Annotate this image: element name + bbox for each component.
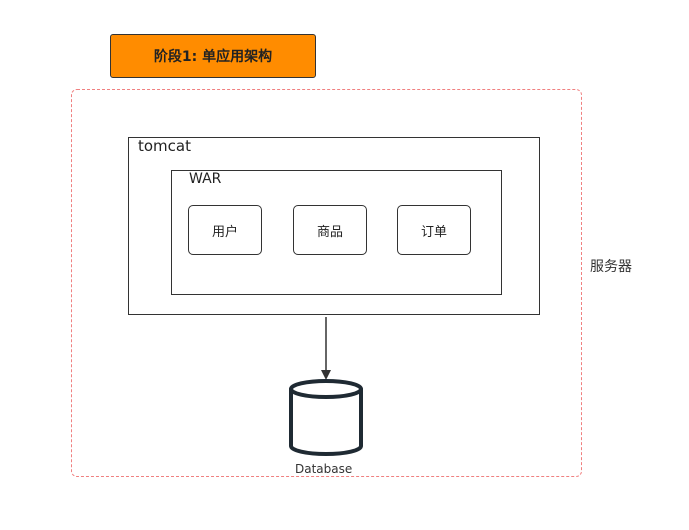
module-goods-label: 商品	[316, 224, 343, 240]
module-user: 用户	[188, 205, 262, 255]
server-boundary	[71, 89, 582, 477]
module-order: 订单	[397, 205, 471, 255]
database-label: Database	[295, 462, 353, 476]
server-label: 服务器	[590, 259, 632, 275]
module-order-label: 订单	[420, 224, 447, 240]
stage-title: 阶段1: 单应用架构	[153, 49, 273, 65]
war-container	[171, 170, 502, 295]
module-goods: 商品	[293, 205, 367, 255]
module-user-label: 用户	[211, 224, 238, 240]
tomcat-container	[128, 137, 540, 315]
stage-title-banner: 阶段1: 单应用架构	[110, 34, 316, 78]
tomcat-label: tomcat	[138, 137, 191, 155]
war-label: WAR	[189, 171, 222, 187]
